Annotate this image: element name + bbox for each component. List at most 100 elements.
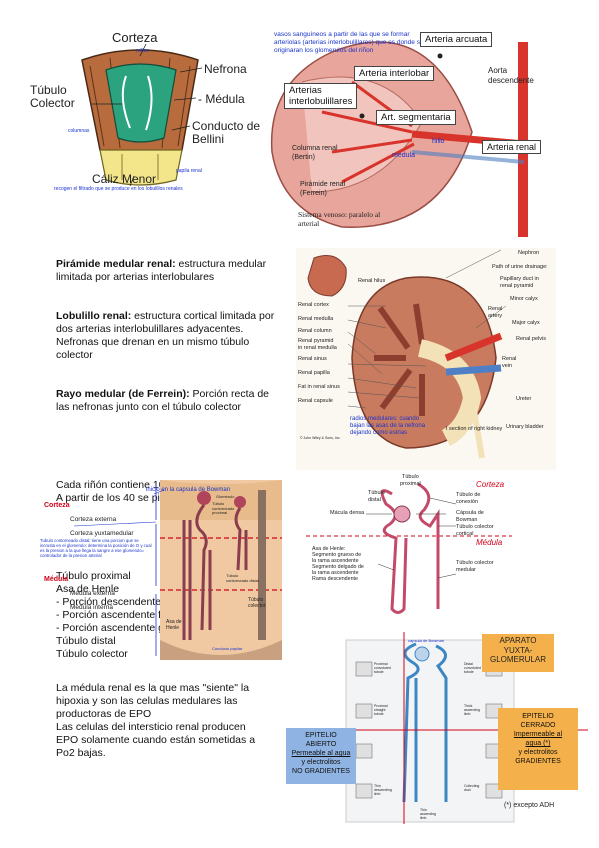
label-minor-calyx: Minor calyx xyxy=(510,296,538,302)
renal-arteries-figure: vasos sanguíneos a partir de las que se … xyxy=(262,22,545,237)
nephron-zones-figure: inicio en la capsula de Bowman Corteza C… xyxy=(34,480,282,660)
label-caliz-menor: Cáliz Menor xyxy=(92,172,157,186)
label-capsula-top: capsula de Bowman xyxy=(408,638,445,643)
label-recogen: recogen el filtrado que se produce en lo… xyxy=(54,186,183,192)
label-renal-cortex: Renal cortex xyxy=(298,302,329,308)
epithelium-figure: capsula de Bowman APARATO YUXTA- GLOMERU… xyxy=(286,632,588,824)
label-corteza-seg: Corteza xyxy=(476,480,505,489)
radios-note: radios medulares: cuando bajan las asas … xyxy=(350,416,426,436)
kidney-section-figure: Nephron Path of urine drainage: Papillar… xyxy=(296,248,556,470)
label-medula-seg: Médula xyxy=(476,538,503,547)
label-glomerulo: Glomérulo xyxy=(216,494,235,499)
label-columna-renal: Columna renal (Bertin) xyxy=(292,145,338,161)
label-papillary: Papillary duct in renal pyramid xyxy=(500,276,539,289)
label-conducto-papilar: Conducto papilar xyxy=(212,646,243,651)
label-colector-cortical: Túbulo colector cortical xyxy=(456,524,494,537)
label-arteria-interlobar: Arteria interlobar xyxy=(354,66,435,81)
aparato-box: APARATO YUXTA- GLOMERULAR xyxy=(482,634,554,672)
label-rvillos: rvillos xyxy=(136,48,149,54)
label-renal-vein: Renal vein xyxy=(502,356,517,369)
epo-text: La médula renal es la que mas "siente" l… xyxy=(56,682,256,759)
label-renal-artery: Renal artery xyxy=(488,306,503,319)
label-macula-densa: Mácula densa xyxy=(330,510,365,516)
label-colector-medular: Túbulo colector medular xyxy=(456,560,494,573)
label-distal-convoluted: Distal convoluted tubule xyxy=(464,662,481,674)
cerrado-title: EPITELIO CERRADO xyxy=(520,713,556,729)
label-renal-papilla: Renal papilla xyxy=(298,370,330,376)
label-thick-ascending: Thick ascending limb xyxy=(464,704,480,716)
label-columnas: columnas xyxy=(68,128,90,134)
label-contorneado-prox: Túbulo contorneado proximal xyxy=(212,501,235,515)
abierto-electrolitos: y electrolitos xyxy=(301,759,341,766)
def-rayo: Rayo medular (de Ferrein): Porción recta… xyxy=(56,388,272,413)
label-asa-henle-seg: Asa de Henle: Segmento grueso de la rama… xyxy=(312,546,364,582)
label-corteza: Corteza xyxy=(112,30,158,45)
label-asa-henle: Asa de Henle xyxy=(166,619,182,631)
label-conducto-bellini: Conducto de Bellini xyxy=(192,119,260,146)
label-corteza-externa: Corteza externa xyxy=(70,516,117,523)
cerrado-gradientes: GRADIENTES xyxy=(515,758,561,765)
label-capsula-bowman: Cápsula de Bowman xyxy=(456,510,484,523)
label-renal-medulla: Renal medulla xyxy=(298,316,334,322)
cerrado-impermeable: Impermeable al agua (*) xyxy=(513,731,563,747)
label-arteria-arcuata: Arteria arcuata xyxy=(420,32,493,47)
distal-tubule-note: Tubulo contorneado distal: tiene una por… xyxy=(40,538,152,558)
label-tubulo-conexion: Túbulo de conexión xyxy=(456,492,481,505)
label-hilio: hilio xyxy=(432,138,445,145)
abierto-permeable: Permeable al agua xyxy=(291,750,351,757)
label-renal-sinus: Renal sinus xyxy=(298,356,327,362)
label-ureter: Ureter xyxy=(516,396,532,402)
label-medula-interna: Médula interna xyxy=(70,604,113,611)
label-arterias-interlobulillares: Arterias interlobulillares xyxy=(284,83,358,109)
label-hilus: Renal hilus xyxy=(358,278,386,284)
label-nefrona: Nefrona xyxy=(204,62,247,76)
abierto-title: EPITELIO ABIERTO xyxy=(305,732,337,748)
label-collecting-duct: Collecting duct xyxy=(464,784,480,792)
label-medula-blue: medula xyxy=(392,152,415,159)
label-renal-capsule: Renal capsule xyxy=(298,398,333,404)
label-contorneado-dist: Túbulo contorneado distal xyxy=(226,573,259,583)
label-medula: - Médula xyxy=(198,92,245,106)
label-renal-pyramid: Renal pyramid in renal medulla xyxy=(298,338,337,351)
label-urinary-bladder: Urinary bladder xyxy=(506,424,544,430)
label-tubulo-distal: Túbulo distal xyxy=(368,490,385,503)
label-renal-column: Renal column xyxy=(298,328,332,334)
kidney-left-labels: Renal cortex Renal medulla Renal column … xyxy=(298,302,350,405)
renal-lobe-figure: Corteza rvillos Nefrona Túbulo Colector … xyxy=(30,18,260,198)
vessel-note: vasos sanguíneos a partir de las que se … xyxy=(274,31,424,54)
label-medula-externa: Médula externa xyxy=(70,590,115,597)
label-major-calyx: Major calyx xyxy=(512,320,540,326)
nephron-segments-illustration xyxy=(306,482,512,614)
label-papila: papila renal xyxy=(176,168,202,174)
label-proximal-straight: Proximal straight tubule xyxy=(374,704,388,716)
caption-capsula: inicio en la capsula de Bowman xyxy=(146,487,231,493)
def-lobulillo: Lobulillo renal: estructura cortical lim… xyxy=(56,310,278,361)
label-excepto-adh: (*) excepto ADH xyxy=(504,802,555,809)
label-art-segmentaria: Art. segmentaria xyxy=(376,110,456,125)
label-proximal-convoluted: Proximal convoluted tubule xyxy=(374,662,391,674)
label-thin-descending: Thin descending limb xyxy=(374,784,392,796)
epitelio-cerrado-box: EPITELIO CERRADO Impermeable al agua (*)… xyxy=(498,708,578,790)
label-section: I section of right kidney xyxy=(446,426,503,432)
label-thin-ascending: Thin ascending limb xyxy=(420,808,436,820)
label-piramide-renal: Pirámide renal (Ferrein) xyxy=(300,181,346,197)
label-tubulo-proximal: Túbulo proximal xyxy=(400,474,421,487)
label-medula-red: Médula xyxy=(44,576,69,583)
label-renal-pelvis: Renal pelvis xyxy=(516,336,546,342)
label-sistema-venoso: Sistema venoso: paralelo al arterial xyxy=(298,210,381,228)
label-tubulo-colector: Túbulo Colector xyxy=(30,83,75,110)
def-piramide: Pirámide medular renal: estructura medul… xyxy=(56,258,270,283)
label-arteria-renal: Arteria renal xyxy=(482,140,542,154)
nephron-zones-illustration xyxy=(73,480,282,660)
kidney-section-illustration xyxy=(296,248,556,470)
label-corteza-yuxtamedular: Corteza yuxtamedular xyxy=(70,530,134,537)
label-corteza-red: Corteza xyxy=(44,502,70,509)
label-tubulo-colector-small: Túbulo colector xyxy=(248,597,266,609)
label-path: Path of urine drainage: xyxy=(492,264,548,270)
label-nephron: Nephron xyxy=(518,250,540,256)
abierto-no-gradientes: NO GRADIENTES xyxy=(292,768,350,775)
label-fat-sinus: Fat in renal sinus xyxy=(298,384,340,390)
cerrado-electrolitos: y electrolitos xyxy=(518,749,558,756)
label-credit: © John Wiley & Sons, Inc. xyxy=(300,436,341,440)
epitelio-abierto-box: EPITELIO ABIERTO Permeable al agua y ele… xyxy=(286,728,356,784)
